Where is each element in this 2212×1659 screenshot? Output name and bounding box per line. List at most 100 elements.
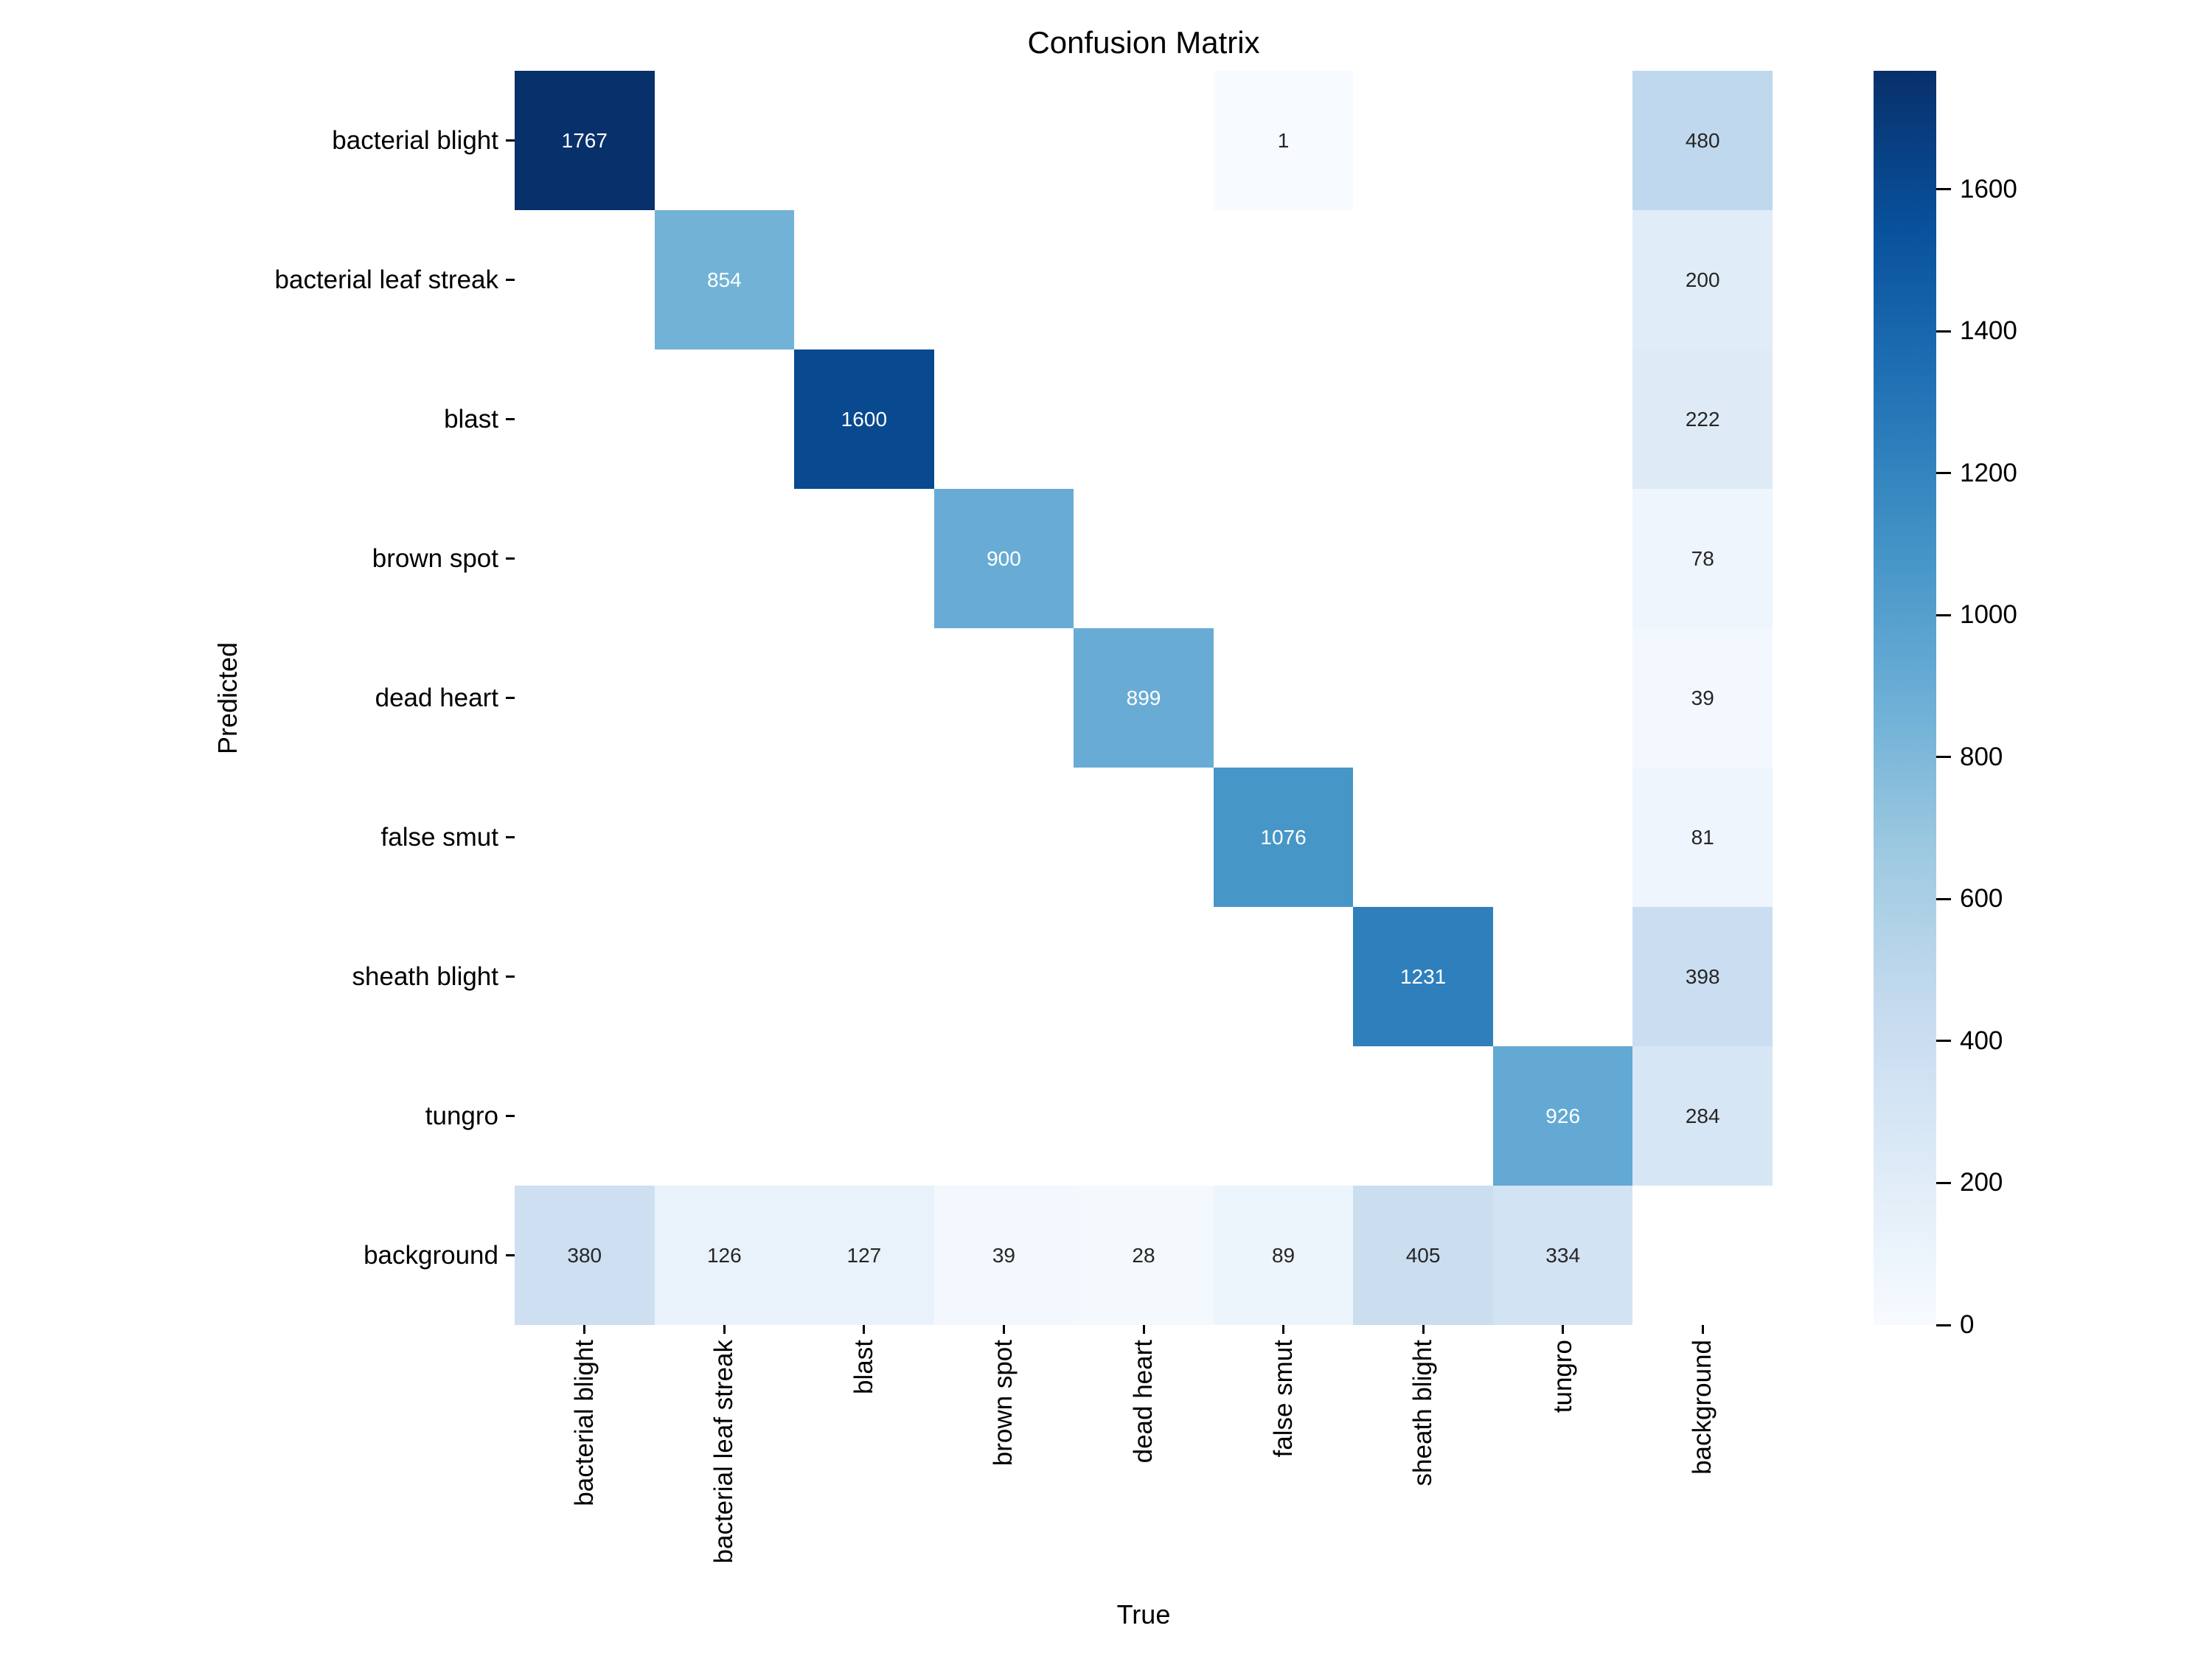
matrix-cell [515,210,655,349]
y-tick-label: sheath blight [352,961,498,991]
matrix-cell [794,489,934,628]
matrix-cell: 380 [515,1186,655,1325]
x-tick-label: tungro [1548,1340,1577,1413]
matrix-cell: 1231 [1353,907,1493,1046]
matrix-cell [1353,489,1493,628]
matrix-cell: 1600 [794,349,934,489]
y-tick-label: background [364,1240,498,1270]
matrix-cell [654,1046,795,1186]
x-axis-title: True [1116,1599,1171,1630]
matrix-cell: 28 [1074,1186,1214,1325]
matrix-cell [1074,489,1214,628]
matrix-cell [1074,768,1214,907]
y-tick-mark [506,557,515,560]
matrix-cell [654,489,795,628]
x-tick-mark [583,1325,586,1334]
matrix-cell [1353,349,1493,489]
matrix-cell [794,768,934,907]
matrix-cell [1492,210,1633,349]
y-tick-label: brown spot [372,543,498,573]
matrix-cell: 334 [1492,1186,1633,1325]
matrix-cell [933,210,1074,349]
matrix-cell: 398 [1632,907,1773,1046]
matrix-cell [515,907,655,1046]
matrix-cell: 480 [1632,71,1773,210]
matrix-cell [933,349,1074,489]
cell-value: 200 [1685,268,1720,291]
matrix-cell: 39 [933,1186,1074,1325]
y-tick-label: false smut [380,822,499,852]
matrix-cell [515,1046,655,1186]
colorbar-tick-mark [1936,472,1951,475]
matrix-cell: 854 [654,210,795,349]
matrix-cell [1213,628,1354,768]
colorbar-tick-label: 400 [1960,1026,2003,1055]
cell-value: 334 [1545,1243,1581,1267]
matrix-cell [1353,628,1493,768]
cell-value: 899 [1126,686,1161,709]
x-tick-label: sheath blight [1408,1340,1438,1486]
y-tick-label: bacterial leaf streak [274,265,498,294]
cell-value: 39 [1691,686,1714,709]
matrix-cell: 926 [1492,1046,1633,1186]
matrix-cell: 200 [1632,210,1773,349]
matrix-cell [1353,1046,1493,1186]
matrix-cell [794,628,934,768]
cell-value: 480 [1685,128,1720,152]
matrix-cell [1353,210,1493,349]
y-tick-label: dead heart [375,683,498,712]
x-tick-mark [1562,1325,1565,1334]
x-tick-label: dead heart [1129,1340,1158,1464]
matrix-cell [654,628,795,768]
x-tick-label: bacterial leaf streak [709,1340,739,1564]
cell-value: 405 [1405,1243,1441,1267]
cell-value: 39 [992,1243,1016,1267]
y-tick-mark [506,975,515,978]
x-tick-mark [1282,1325,1285,1334]
matrix-cell [794,907,934,1046]
x-tick-mark [863,1325,866,1334]
matrix-cell [515,628,655,768]
colorbar-tick-label: 0 [1960,1310,1975,1339]
matrix-cell: 1 [1213,71,1354,210]
cell-value: 284 [1685,1104,1720,1127]
cell-value: 1 [1277,128,1290,152]
matrix-cell: 222 [1632,349,1773,489]
matrix-cell [1492,907,1633,1046]
cell-value: 127 [846,1243,882,1267]
matrix-cell: 899 [1074,628,1214,768]
x-tick-mark [723,1325,726,1334]
matrix-cell [1213,1046,1354,1186]
matrix-cell [1492,768,1633,907]
colorbar-tick-label: 1400 [1960,316,2017,346]
cell-value: 126 [706,1243,742,1267]
colorbar-tick-label: 1600 [1960,174,2017,204]
matrix-cell [515,489,655,628]
matrix-cell [654,71,795,210]
y-tick-mark [506,1115,515,1117]
y-tick-mark [506,1254,515,1256]
colorbar-tick-mark [1936,613,1951,616]
x-tick-mark [1701,1325,1704,1334]
colorbar-tick-label: 600 [1960,884,2003,914]
matrix-cell [1492,349,1633,489]
matrix-cell: 1076 [1213,768,1354,907]
y-tick-mark [506,418,515,420]
cell-value: 926 [1545,1104,1581,1127]
matrix-cell [933,71,1074,210]
y-tick-mark [506,279,515,281]
colorbar-tick-mark [1936,188,1951,191]
matrix-cell [933,907,1074,1046]
matrix-cell [654,768,795,907]
matrix-cell: 1767 [515,71,655,210]
cell-value: 854 [706,268,742,291]
cell-value: 1231 [1399,964,1447,988]
x-tick-mark [1142,1325,1145,1334]
matrix-cell [654,907,795,1046]
matrix-cell [933,1046,1074,1186]
cell-value: 900 [987,546,1021,570]
y-tick-mark [506,139,515,142]
matrix-cell: 284 [1632,1046,1773,1186]
colorbar-tick-mark [1936,1324,1951,1326]
matrix-cell: 405 [1353,1186,1493,1325]
